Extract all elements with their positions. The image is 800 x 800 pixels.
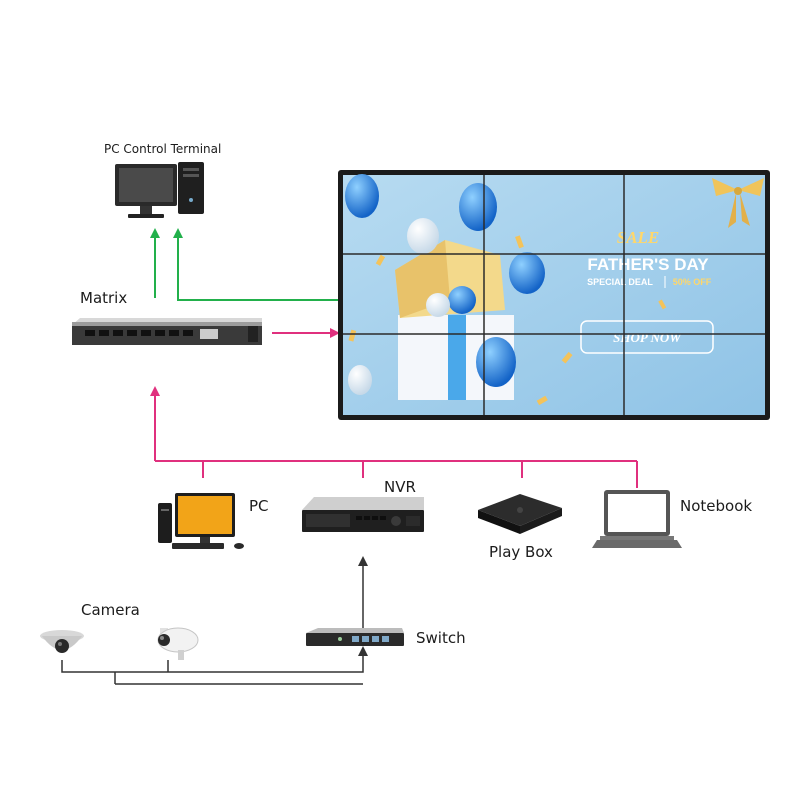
pc-label: PC — [249, 497, 269, 515]
switch-label: Switch — [416, 629, 466, 647]
notebook-icon — [592, 490, 682, 548]
pc-control-terminal-icon — [115, 162, 204, 218]
matrix-device-icon — [72, 318, 262, 345]
connection-lines — [61, 228, 638, 685]
wall-sale-text: SALE — [617, 228, 660, 247]
wall-cta-box — [580, 320, 714, 354]
bullet-camera-icon — [157, 627, 199, 660]
nvr-icon — [302, 497, 424, 532]
bow-graphic — [712, 178, 764, 228]
video-wall: SALE FATHER'S DAY SPECIAL DEAL 50% OFF S… — [338, 170, 770, 420]
pc-control-terminal-label: PC Control Terminal — [104, 142, 222, 156]
camera-line — [61, 646, 368, 673]
wall-headline-text: FATHER'S DAY — [587, 255, 709, 274]
balloon — [348, 365, 372, 395]
gift-box-graphic — [395, 240, 514, 400]
pc-icon — [158, 493, 244, 549]
balloon — [476, 337, 516, 387]
dome-camera-icon — [40, 630, 84, 653]
nvr-label: NVR — [384, 478, 416, 496]
balloon — [426, 293, 450, 317]
play-box-icon — [478, 494, 562, 534]
matrix-label: Matrix — [80, 289, 128, 307]
notebook-label: Notebook — [680, 497, 753, 515]
balloon — [509, 252, 545, 294]
balloon — [407, 218, 439, 254]
balloon — [345, 174, 379, 218]
wall-special-deal-text: SPECIAL DEAL — [587, 277, 653, 287]
camera-label: Camera — [81, 601, 140, 619]
play-box-label: Play Box — [489, 543, 553, 561]
switch-icon — [306, 628, 404, 646]
balloon — [459, 183, 497, 231]
wall-discount-text: 50% OFF — [673, 277, 712, 287]
control-line-2 — [173, 228, 340, 301]
balloon — [448, 286, 476, 314]
